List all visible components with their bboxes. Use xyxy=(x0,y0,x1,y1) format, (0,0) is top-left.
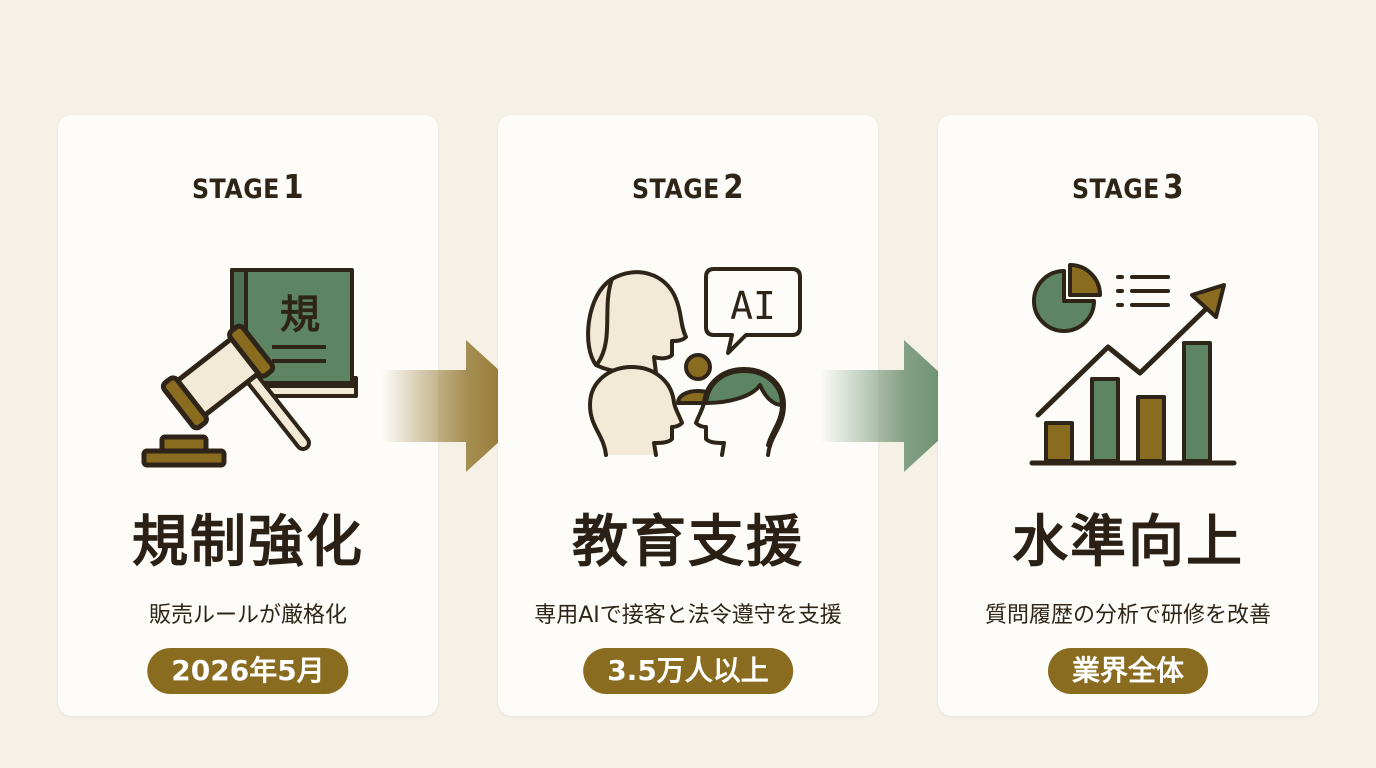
arrow-right-icon xyxy=(820,340,976,472)
stage-description-3: 質問履歴の分析で研修を改善 xyxy=(984,603,1271,628)
ai-bubble-text: AI xyxy=(730,284,776,328)
stage-description-2: 専用AIで接客と法令遵守を支援 xyxy=(534,603,842,628)
stage-title-1: 規制強化 xyxy=(132,509,364,575)
stage-badge-1: 2026年5月 xyxy=(147,648,349,694)
people-ai-icon: AI xyxy=(586,267,802,457)
stage-number-1: 1 xyxy=(283,167,304,206)
stage-description-1: 販売ルールが厳格化 xyxy=(148,603,347,628)
stage-badge-3: 業界全体 xyxy=(1047,648,1209,694)
stage-badge-2: 3.5万人以上 xyxy=(583,648,793,694)
growth-chart-icon xyxy=(1029,263,1237,466)
stage-title-2: 教育支援 xyxy=(572,509,804,575)
gavel-book-icon: 規 xyxy=(141,268,358,468)
stage-title-3: 水準向上 xyxy=(1012,509,1244,575)
stage-number-3: 3 xyxy=(1163,167,1184,206)
stage-number-2: 2 xyxy=(723,167,744,206)
book-character: 規 xyxy=(280,292,320,338)
